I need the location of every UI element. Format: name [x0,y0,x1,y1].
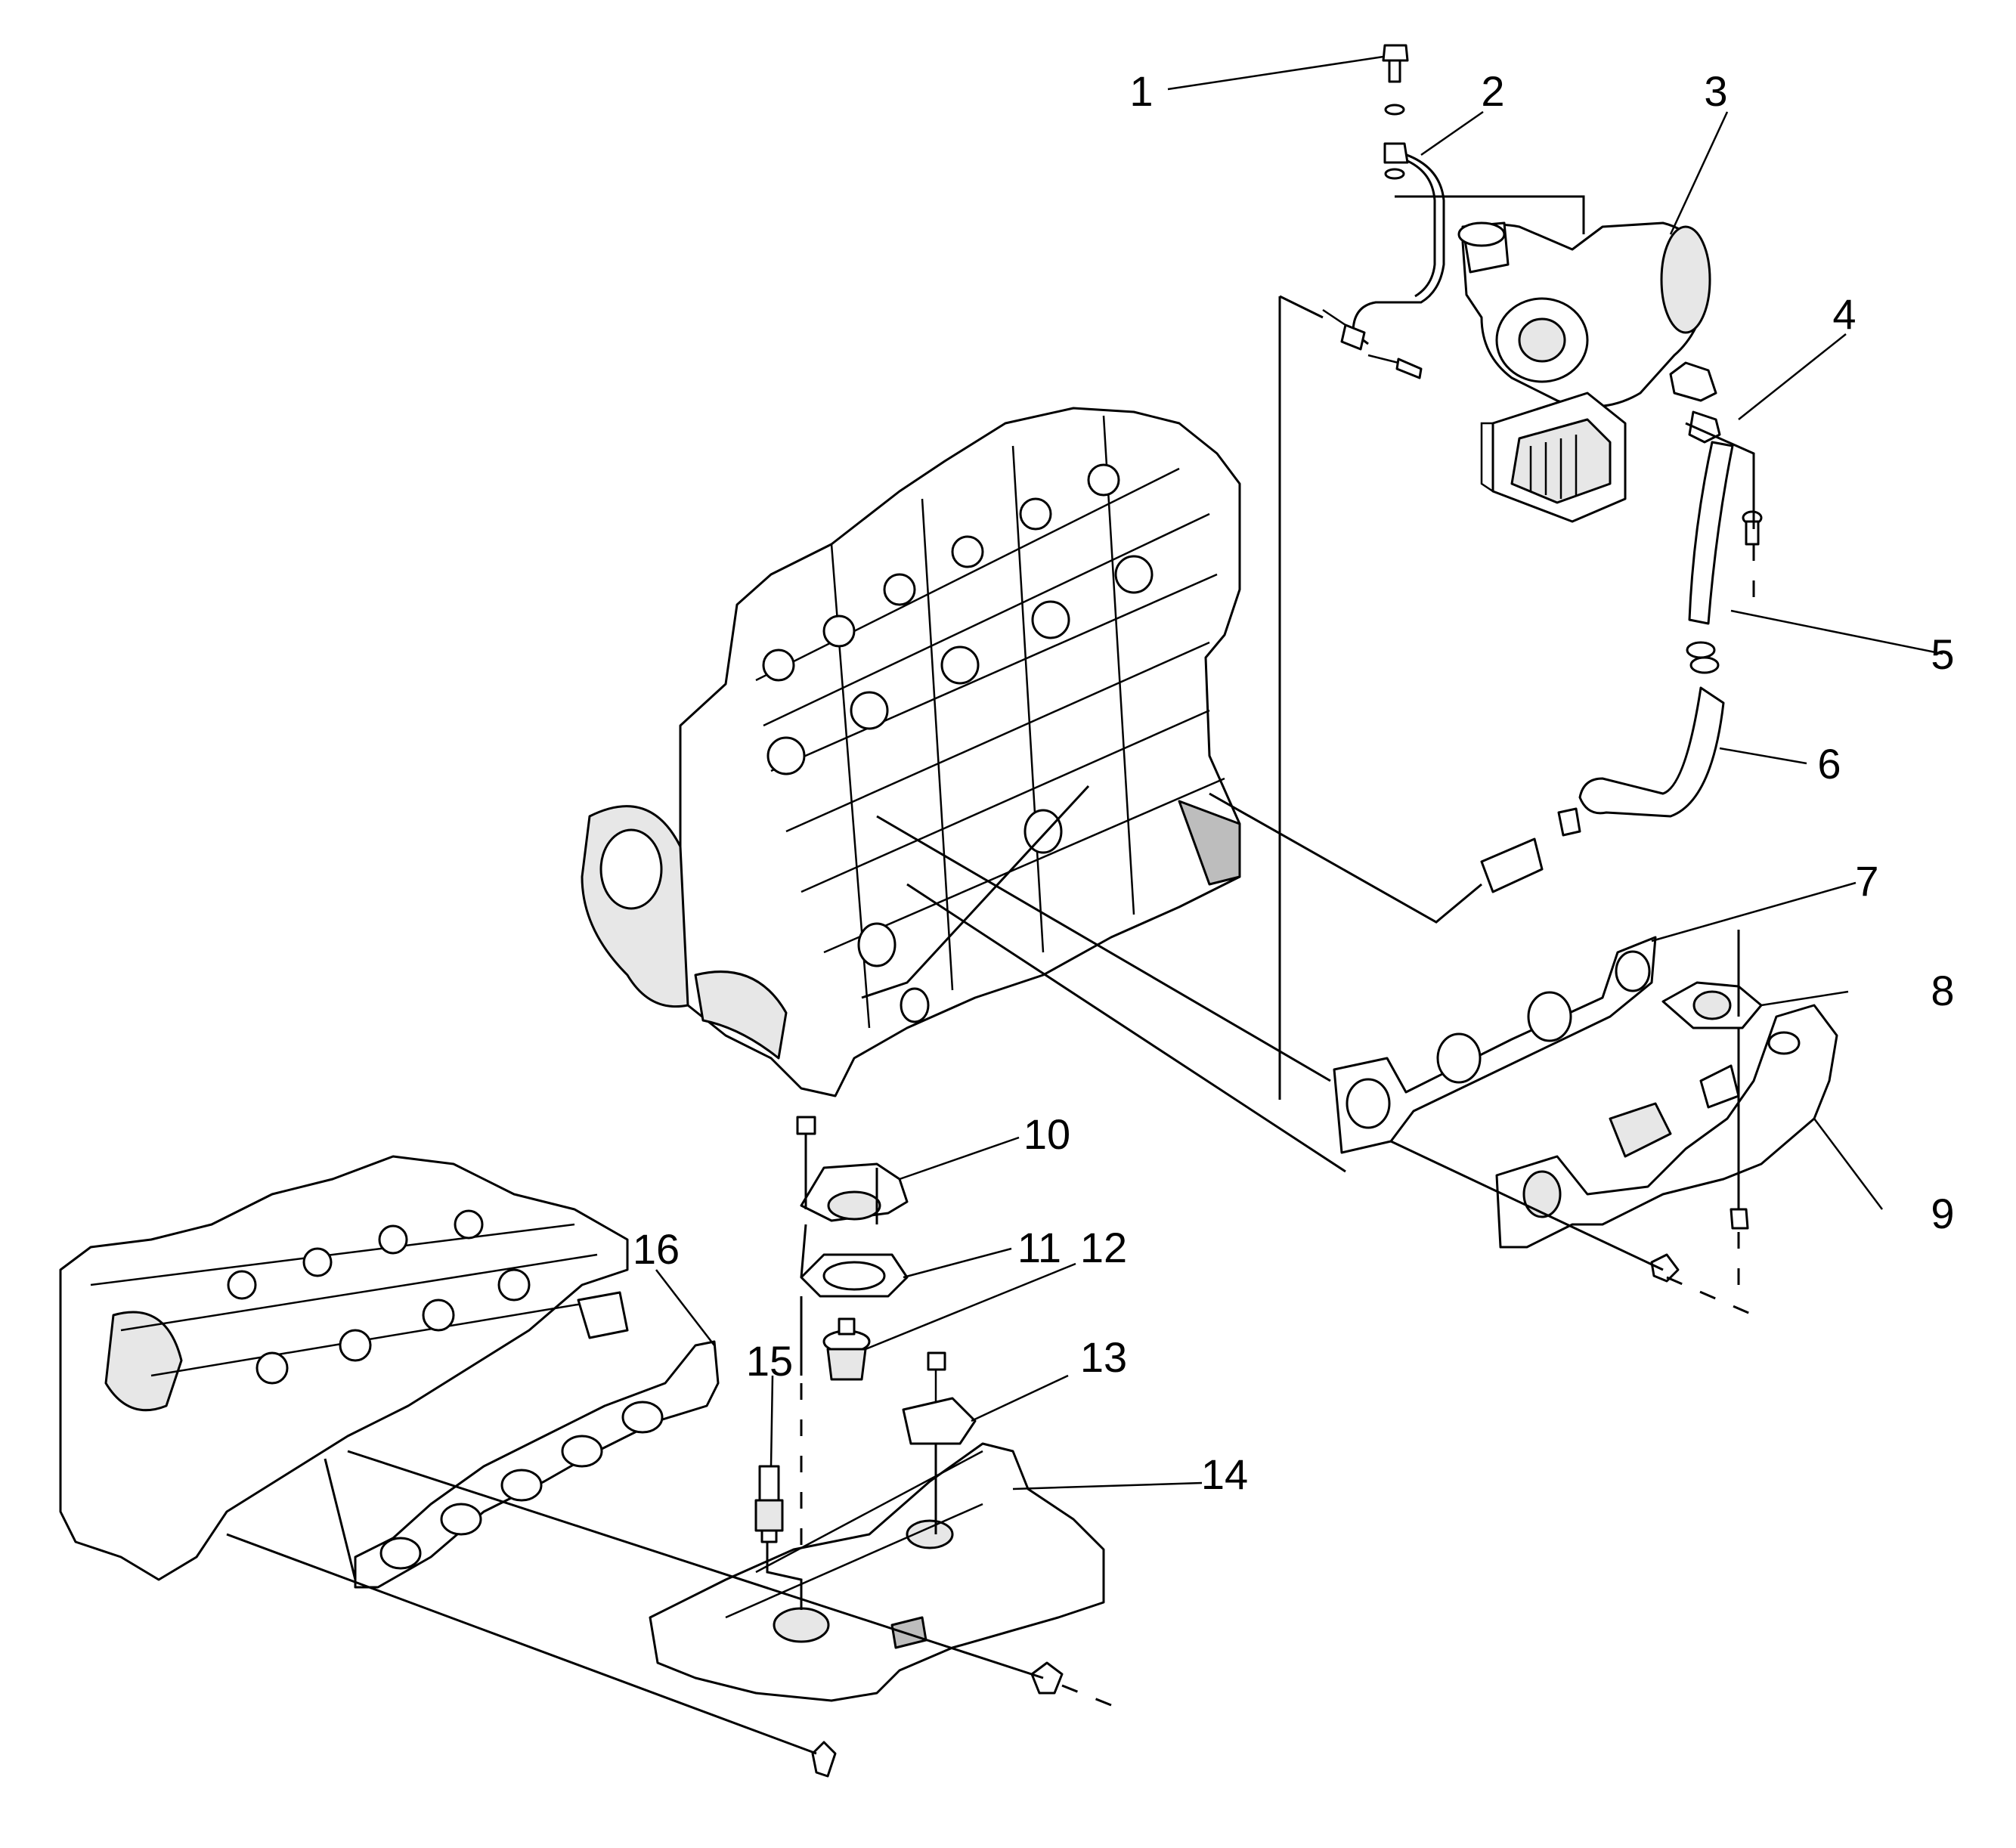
callout-14: 14 [1201,1450,1248,1498]
oil-feed-pipe [1322,44,1445,379]
callout-1: 1 [1129,67,1153,115]
callout-10: 10 [1023,1110,1070,1158]
callout-12: 12 [1080,1224,1127,1271]
callout-9: 9 [1931,1190,1954,1237]
callout-13: 13 [1080,1333,1127,1381]
callout-2: 2 [1481,67,1504,115]
fasteners [811,1208,1749,1778]
callout-labels: 1 2 3 4 5 6 7 8 9 10 11 12 13 14 15 16 [633,67,1955,1498]
callout-16: 16 [633,1225,680,1273]
intake-manifold-gasket [354,1340,720,1589]
callout-3: 3 [1704,67,1727,115]
turbocharger [1457,221,1711,523]
thermostat [822,1317,871,1381]
callout-8: 8 [1931,967,1954,1014]
exhaust-manifold-gasket [1333,936,1657,1154]
callout-7: 7 [1855,857,1878,905]
callout-4: 4 [1832,290,1856,338]
cylinder-head [59,1155,629,1581]
oil-return-pipe [1480,361,1763,893]
thermostat-housing [796,1116,909,1222]
turbo-outlet-gasket [1661,981,1763,1029]
temperature-sensor [754,1465,784,1543]
assembly-lines [226,195,1755,1755]
thermostat-seal [800,1253,909,1298]
engine-block [581,407,1241,1097]
callout-15: 15 [746,1337,793,1385]
exhaust-manifold [1495,1004,1838,1249]
intake-manifold [649,1442,1105,1702]
callout-6: 6 [1817,740,1841,788]
callout-5: 5 [1931,630,1954,678]
leader-lines [655,55,1943,1490]
callout-11: 11 [1017,1224,1061,1271]
map-sensor [902,1351,977,1445]
